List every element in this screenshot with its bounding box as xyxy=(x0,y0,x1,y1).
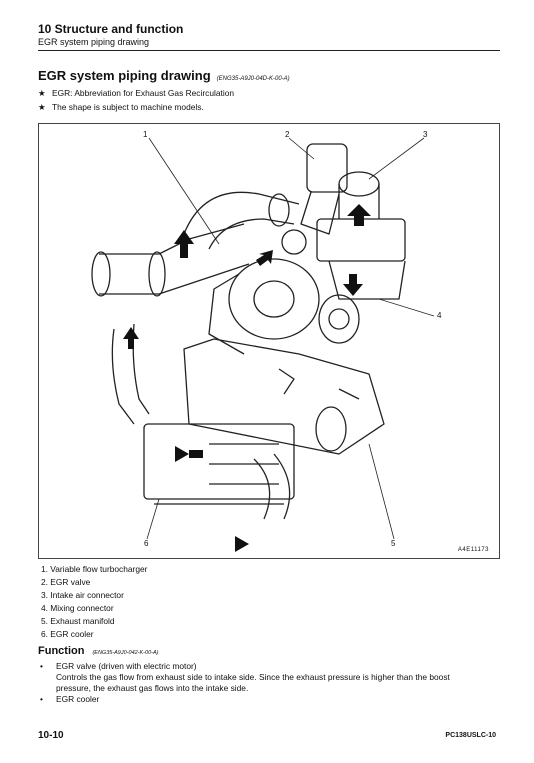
section-heading: EGR system piping drawing (ENG35-A9J0-04D… xyxy=(38,68,290,83)
note-text: The shape is subject to machine models. xyxy=(52,102,204,112)
chapter-title: 10 Structure and function xyxy=(38,22,184,36)
bullet-icon: • xyxy=(40,661,43,671)
function-item-description: Controls the gas flow from exhaust side … xyxy=(56,672,450,693)
callout-3: 3 xyxy=(423,130,428,139)
callout-5: 5 xyxy=(391,539,396,548)
model-number: PC138USLC-10 xyxy=(445,732,496,739)
notes-list: ★ EGR: Abbreviation for Exhaust Gas Recir… xyxy=(38,86,234,114)
header-subtitle: EGR system piping drawing xyxy=(38,37,150,47)
function-item: • EGR valve (driven with electric motor) xyxy=(40,661,480,672)
function-title: Function xyxy=(38,645,85,657)
egr-piping-illustration xyxy=(91,137,435,552)
part-item: 5. Exhaust manifold xyxy=(41,616,115,627)
note-item: ★ EGR: Abbreviation for Exhaust Gas Recir… xyxy=(38,86,234,100)
section-title: EGR system piping drawing xyxy=(38,68,211,83)
part-item: 6. EGR cooler xyxy=(41,629,94,640)
star-icon: ★ xyxy=(38,88,46,98)
callout-2: 2 xyxy=(285,130,290,139)
figure-id: A4E11173 xyxy=(457,547,489,553)
function-code: (ENG35-A9J0-042-K-00-A) xyxy=(92,650,159,656)
part-item: 3. Intake air connector xyxy=(41,590,124,601)
header-divider xyxy=(38,50,500,51)
part-item: 2. EGR valve xyxy=(41,577,91,588)
function-list: • EGR valve (driven with electric motor)… xyxy=(40,661,480,705)
part-item: 1. Variable flow turbocharger xyxy=(41,564,148,574)
bullet-icon: • xyxy=(40,694,43,704)
egr-piping-figure: 1 2 3 4 5 6 A4E11173 xyxy=(38,123,500,559)
note-text: EGR: Abbreviation for Exhaust Gas Recirc… xyxy=(52,88,235,98)
parts-list: 1. Variable flow turbocharger 2. EGR val… xyxy=(41,563,147,642)
function-item-title: EGR cooler xyxy=(56,694,100,704)
callout-4: 4 xyxy=(437,311,442,320)
page-number: 10-10 xyxy=(38,730,64,741)
callout-1: 1 xyxy=(143,130,148,139)
callout-6: 6 xyxy=(144,539,149,548)
page-header: 10 Structure and function EGR system pip… xyxy=(38,22,500,51)
note-item: ★ The shape is subject to machine models. xyxy=(38,100,234,114)
function-heading: Function (ENG35-A9J0-042-K-00-A) xyxy=(38,645,158,657)
part-item: 4. Mixing connector xyxy=(41,603,114,614)
function-item: • EGR cooler xyxy=(40,694,480,705)
section-code: (ENG35-A9J0-04D-K-00-A) xyxy=(216,76,290,82)
function-item-title: EGR valve (driven with electric motor) xyxy=(56,661,197,671)
star-icon: ★ xyxy=(38,102,46,112)
